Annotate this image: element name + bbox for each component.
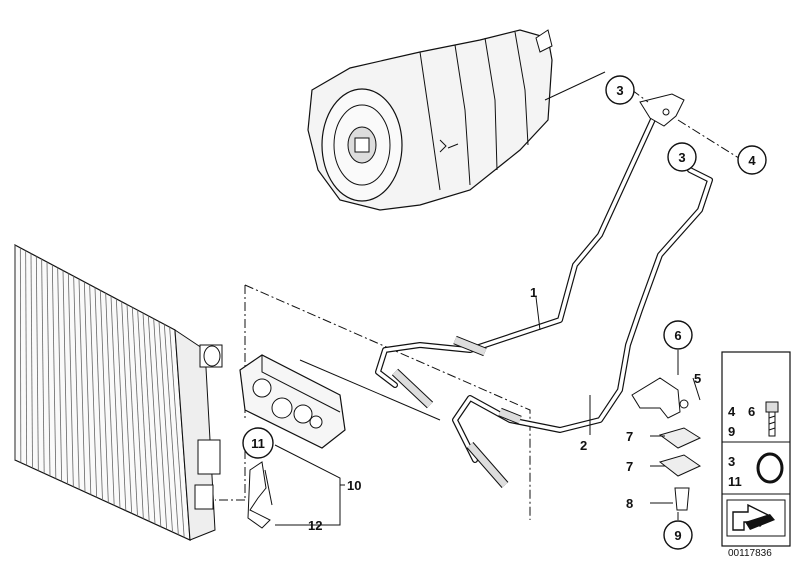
callout-11-text: 11 <box>251 436 265 451</box>
radiator-fin <box>137 310 150 522</box>
callout-9-text: 9 <box>674 528 681 543</box>
label-1: 1 <box>530 285 537 300</box>
legend-row1-b: 9 <box>728 424 735 439</box>
radiator-fin <box>147 315 162 527</box>
radiator-illustration <box>14 244 223 541</box>
radiator-fin <box>110 295 121 509</box>
radiator-fin <box>46 261 51 477</box>
radiator-fin <box>153 318 168 530</box>
label-8: 8 <box>626 496 633 511</box>
callout-3-top-text: 3 <box>616 83 623 98</box>
radiator-fin <box>163 324 179 535</box>
label-2: 2 <box>580 438 587 453</box>
radiator-fin <box>126 304 138 517</box>
seal-ring-icon <box>756 452 784 484</box>
callout-9: 9 <box>663 520 693 550</box>
radiator-fin <box>67 273 74 487</box>
radiator-fin <box>57 267 63 482</box>
radiator-fin <box>169 327 185 538</box>
radiator-fin <box>94 287 103 501</box>
direction-arrow-icon <box>726 499 786 537</box>
legend-box: 4 9 6 3 11 <box>721 351 791 547</box>
callout-3-mid: 3 <box>667 142 697 172</box>
callout-6: 6 <box>663 320 693 350</box>
radiator-fin <box>89 284 98 498</box>
oil-line-1 <box>375 112 658 409</box>
callout-4: 4 <box>737 145 767 175</box>
radiator-fin <box>19 247 22 463</box>
radiator-fin <box>83 281 92 495</box>
radiator-fin <box>105 293 115 506</box>
radiator-fin <box>62 270 68 485</box>
bracket-part-4 <box>639 93 685 127</box>
label-7-lower: 7 <box>626 459 633 474</box>
radiator-fin <box>121 301 133 514</box>
radiator-fin <box>51 264 57 479</box>
label-5: 5 <box>694 371 701 386</box>
oil-cooler-illustration <box>215 284 531 529</box>
callout-3-top: 3 <box>605 75 635 105</box>
legend-row2-a: 3 <box>728 454 735 469</box>
small-parts-illustration <box>631 377 702 511</box>
radiator-fin <box>30 253 33 469</box>
radiator-fin <box>78 278 86 493</box>
radiator-fin <box>35 256 39 471</box>
radiator-fin <box>99 290 109 503</box>
radiator-fin <box>115 298 127 511</box>
callout-4-text: 4 <box>748 153 756 168</box>
label-7-upper: 7 <box>626 429 633 444</box>
catalog-number: 00117836 <box>728 548 772 559</box>
label-12: 12 <box>308 518 322 533</box>
label-10: 10 <box>347 478 361 493</box>
radiator-fin <box>142 312 156 525</box>
legend-row1-a: 4 <box>728 404 736 419</box>
callout-3-mid-text: 3 <box>678 150 685 165</box>
legend-row2-b: 11 <box>728 474 742 489</box>
transmission-illustration <box>307 29 553 211</box>
leader-lines <box>280 71 743 526</box>
callout-6-text: 6 <box>674 328 681 343</box>
callout-11: 11 <box>242 427 274 459</box>
oil-line-2 <box>452 167 713 488</box>
radiator-fin <box>158 321 173 533</box>
radiator-fin <box>41 259 45 474</box>
radiator-fin <box>73 276 80 490</box>
radiator-fin <box>131 307 144 519</box>
bolt-icon <box>765 401 779 437</box>
radiator-fin <box>25 250 28 466</box>
legend-row1-c: 6 <box>748 404 755 419</box>
